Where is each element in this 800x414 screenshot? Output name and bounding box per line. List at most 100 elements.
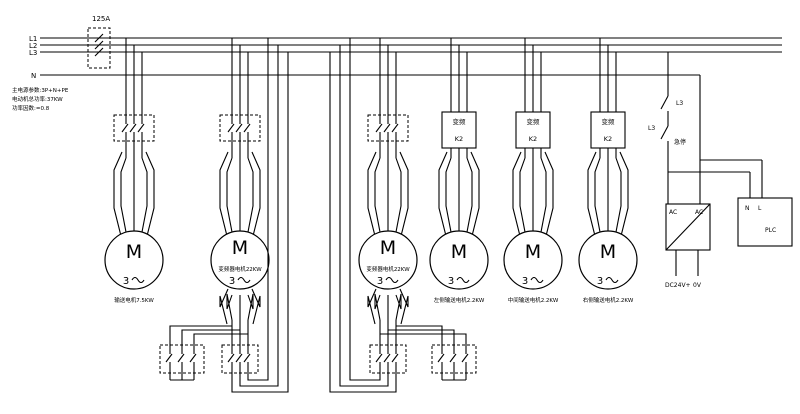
motor-contactor (590, 111, 626, 149)
motor-symbol (210, 230, 270, 290)
contactor-contact (165, 353, 173, 363)
phase-count: 3 (377, 276, 383, 287)
ac-tilde-icon (131, 276, 145, 284)
motor-letter: M (380, 237, 396, 259)
ac-tilde-icon (605, 276, 619, 284)
contactor-contact (243, 353, 251, 363)
cable-outline (512, 151, 522, 237)
return-wire (231, 52, 289, 393)
contactor-contact (461, 353, 469, 363)
motor-wire (226, 293, 233, 321)
motor-wire (226, 157, 233, 233)
motor-symbol (503, 230, 563, 290)
supply-note: 功率因数:=0.8 (12, 104, 50, 112)
psu-input-label: AC (695, 209, 703, 216)
plc-terminal-n: N (745, 205, 750, 212)
bus-label-l2: L2 (29, 42, 37, 50)
ac-tilde-icon (237, 276, 251, 284)
contactor-contact (227, 353, 235, 363)
contactor-contact (189, 353, 197, 363)
motor-wire (519, 157, 526, 233)
motor-wire (247, 293, 254, 321)
motor-contactor (515, 111, 551, 149)
cable-outline (251, 151, 261, 237)
motor-letter: M (126, 241, 142, 263)
main-breaker-frame (87, 27, 111, 69)
cable-outline (219, 288, 229, 325)
cable-outline (470, 151, 480, 237)
breaker-contact (94, 47, 104, 57)
cable-outline (113, 151, 123, 237)
phase-count: 3 (229, 276, 235, 287)
cable-outline (145, 151, 155, 237)
contactor-name: 变频 (453, 117, 467, 126)
switch-label-bottom: L3 (648, 125, 655, 132)
motor-wire (594, 157, 601, 233)
motor-contactor (441, 111, 477, 149)
plc-name: PLC (765, 227, 776, 234)
bus-label-n: N (31, 72, 36, 80)
motor-rating-label: 变频器电机22KW (366, 265, 410, 273)
return-wire (239, 45, 279, 387)
ac-tilde-icon (530, 276, 544, 284)
motor-wire (247, 157, 254, 233)
motor-rating-label: 中间输送电机2.2KW (508, 296, 559, 304)
contactor-contact (449, 353, 457, 363)
cable-outline (438, 151, 448, 237)
contactor-id: K2 (529, 135, 537, 143)
contactor-contact (391, 353, 399, 363)
contactor-name: 变频 (602, 117, 616, 126)
emergency-stop-label: 急停 (674, 138, 686, 146)
star-branch-wire (388, 329, 455, 345)
ac-tilde-icon (385, 276, 399, 284)
return-wire (247, 38, 269, 381)
motor-wire (395, 157, 402, 233)
dc-zero-label: 0V (693, 282, 702, 289)
star-branch-wire (181, 329, 240, 345)
breaker-contact (383, 123, 391, 133)
return-wire (329, 52, 397, 393)
motor-symbol (104, 230, 164, 290)
return-wire (339, 45, 389, 387)
contactor-id: K2 (604, 135, 612, 143)
motor-wire (540, 157, 547, 233)
star-branch-wire (380, 333, 467, 345)
motor-wire (466, 157, 473, 233)
cable-outline (251, 288, 261, 325)
cable-outline (219, 151, 229, 237)
switch-blade (660, 95, 669, 110)
phase-count: 3 (448, 276, 454, 287)
breaker-contact (243, 123, 251, 133)
supply-note: 电动机总功率:37KW (12, 95, 63, 103)
motor-symbol (578, 230, 638, 290)
motor-letter: M (600, 241, 616, 263)
phase-count: 3 (522, 276, 528, 287)
contactor-contact (375, 353, 383, 363)
motor-rating-label: 右侧输送电机2.2KW (583, 296, 634, 304)
contactor-contact (383, 353, 391, 363)
cable-outline (399, 288, 409, 325)
contactor-contact (177, 353, 185, 363)
motor-wire (615, 157, 622, 233)
breaker-contact (94, 40, 104, 50)
motor-symbol (429, 230, 489, 290)
motor-rating-label: 左侧输送电机2.2KW (434, 296, 485, 304)
motor-symbol (358, 230, 418, 290)
ac-tilde-icon (456, 276, 470, 284)
emergency-stop-blade (660, 125, 669, 140)
motor-letter: M (232, 237, 248, 259)
motor-wire (395, 293, 402, 321)
breaker-contact (129, 123, 137, 133)
breaker-contact (121, 123, 129, 133)
motor-rating-label: 输送电机7.5KW (114, 296, 154, 304)
psu-input-label: AC (669, 209, 677, 216)
cable-outline (367, 151, 377, 237)
motor-wire (120, 157, 127, 233)
breaker-contact (137, 123, 145, 133)
motor-wire (374, 157, 381, 233)
